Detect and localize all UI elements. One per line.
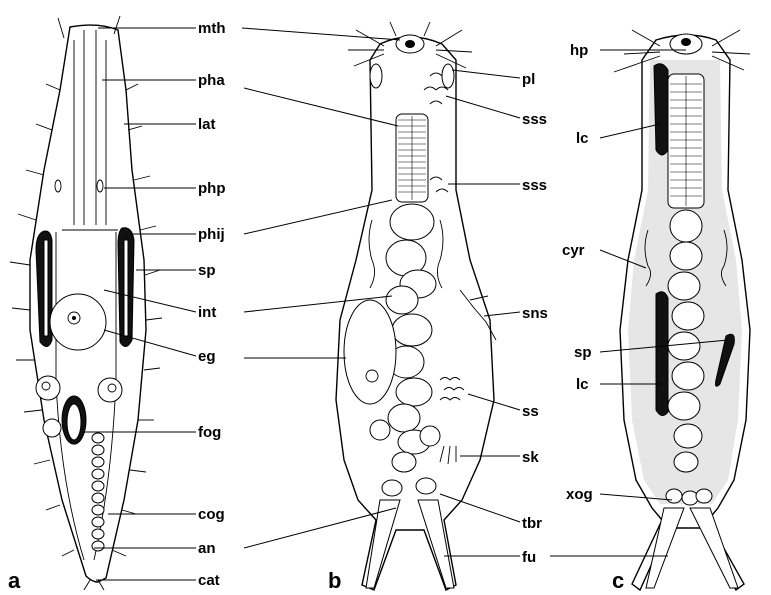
- label-an: an: [198, 540, 216, 557]
- label-xog: xog: [566, 486, 593, 503]
- label-lat: lat: [198, 116, 216, 133]
- label-sns: sns: [522, 305, 548, 322]
- specimen-a: [10, 16, 162, 590]
- labels-c: hp lc cyr sp lc xog: [562, 42, 593, 503]
- scale-patch-b: [440, 378, 464, 401]
- label-hp: hp: [570, 42, 588, 59]
- label-sss-upper: sss: [522, 111, 547, 128]
- caudal-organ-a: [92, 433, 104, 551]
- label-php: php: [198, 180, 226, 197]
- caudal-spikes-b: [440, 446, 456, 464]
- label-lc-upper: lc: [576, 130, 589, 147]
- furca-left-c: [646, 508, 684, 588]
- label-cog: cog: [198, 506, 225, 523]
- label-sss-lower: sss: [522, 177, 547, 194]
- label-pl: pl: [522, 71, 535, 88]
- label-sk: sk: [522, 449, 539, 466]
- specimen-c: [614, 30, 750, 590]
- placid-left-b: [370, 64, 382, 88]
- label-lc-lower: lc: [576, 376, 589, 393]
- tube-base-right-b: [416, 478, 436, 494]
- pharyngeal-pore-a: [55, 180, 61, 192]
- labels-b: pl sss sss sns ss sk tbr fu: [522, 71, 548, 566]
- egg-b: [344, 300, 396, 404]
- nephridium-left-b: [369, 220, 375, 288]
- panel-label-c: c: [612, 568, 624, 593]
- placid-right-b: [442, 64, 454, 88]
- label-mth: mth: [198, 20, 226, 37]
- pharynx-a: [62, 40, 118, 230]
- label-cat: cat: [198, 572, 220, 589]
- furca-right-c: [690, 508, 738, 588]
- organ-xog-left-c: [666, 489, 682, 503]
- label-fog: fog: [198, 424, 221, 441]
- label-sp-c: sp: [574, 344, 592, 361]
- locomotory-cilia-lower-c: [656, 292, 668, 416]
- leader-lines-b: [242, 28, 520, 556]
- label-tbr: tbr: [522, 515, 542, 532]
- nephridium-right-b: [437, 220, 443, 288]
- locomotory-cilia-upper-c: [654, 64, 668, 155]
- label-ss: ss: [522, 403, 539, 420]
- label-eg: eg: [198, 348, 216, 365]
- label-cyr: cyr: [562, 242, 585, 259]
- panel-label-a: a: [8, 568, 21, 593]
- panel-label-b: b: [328, 568, 341, 593]
- label-int: int: [198, 304, 216, 321]
- label-phij: phij: [198, 226, 225, 243]
- label-sp-a: sp: [198, 262, 216, 279]
- labels-a: mth pha lat php phij sp int eg fog cog a…: [198, 20, 226, 589]
- label-fu: fu: [522, 549, 536, 566]
- label-pha: pha: [198, 72, 225, 89]
- tube-base-left-b: [382, 480, 402, 496]
